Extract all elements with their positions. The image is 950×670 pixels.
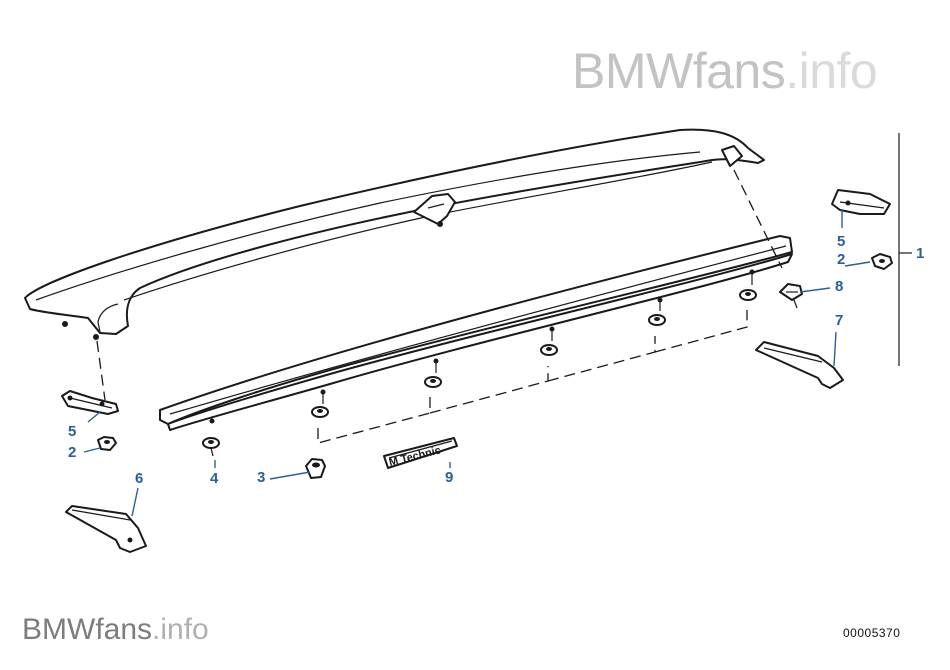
end-cap-right xyxy=(755,341,844,389)
diagram-code: 00005370 xyxy=(843,626,901,640)
bracket-right xyxy=(831,189,891,215)
grommet xyxy=(424,376,442,388)
callout-2-right: 2 xyxy=(837,251,846,268)
washer-4 xyxy=(202,437,220,457)
watermark-top-suffix: .info xyxy=(785,43,878,99)
grommet xyxy=(648,314,666,326)
grommet-set xyxy=(311,289,757,418)
callout-2-left: 2 xyxy=(68,444,77,461)
assembly-bracket-1 xyxy=(898,133,912,366)
leader-lines xyxy=(83,210,871,517)
nut-right xyxy=(871,253,893,270)
watermark-top-brand: BMWfans xyxy=(572,43,786,99)
watermark-bottom-brand: BMWfans xyxy=(22,613,153,646)
callout-6: 6 xyxy=(135,470,144,487)
callout-9: 9 xyxy=(445,469,454,486)
alignment-lines xyxy=(96,169,783,444)
end-cap-left xyxy=(65,505,147,553)
clip-8 xyxy=(779,283,803,309)
grommet-3 xyxy=(305,458,326,479)
bracket-left xyxy=(61,390,119,415)
callout-1: 1 xyxy=(916,245,925,262)
callout-3: 3 xyxy=(257,469,266,486)
callout-5-left: 5 xyxy=(68,423,77,440)
grommet xyxy=(540,344,558,356)
watermark-bottom-suffix: .info xyxy=(152,613,209,646)
watermark-bottom: BMWfans.info xyxy=(22,613,209,647)
watermark-top: BMWfans.info xyxy=(572,42,878,100)
callout-7: 7 xyxy=(835,312,844,329)
callout-4: 4 xyxy=(210,470,219,487)
callout-5-right: 5 xyxy=(837,233,846,250)
grommet xyxy=(311,406,329,418)
m-technic-emblem: M Technic xyxy=(383,437,458,469)
callout-8: 8 xyxy=(835,278,844,295)
grommet xyxy=(739,289,757,301)
nut-left xyxy=(97,436,117,451)
rear-spoiler-upper xyxy=(24,128,765,340)
rear-spoiler-lower xyxy=(159,235,793,431)
